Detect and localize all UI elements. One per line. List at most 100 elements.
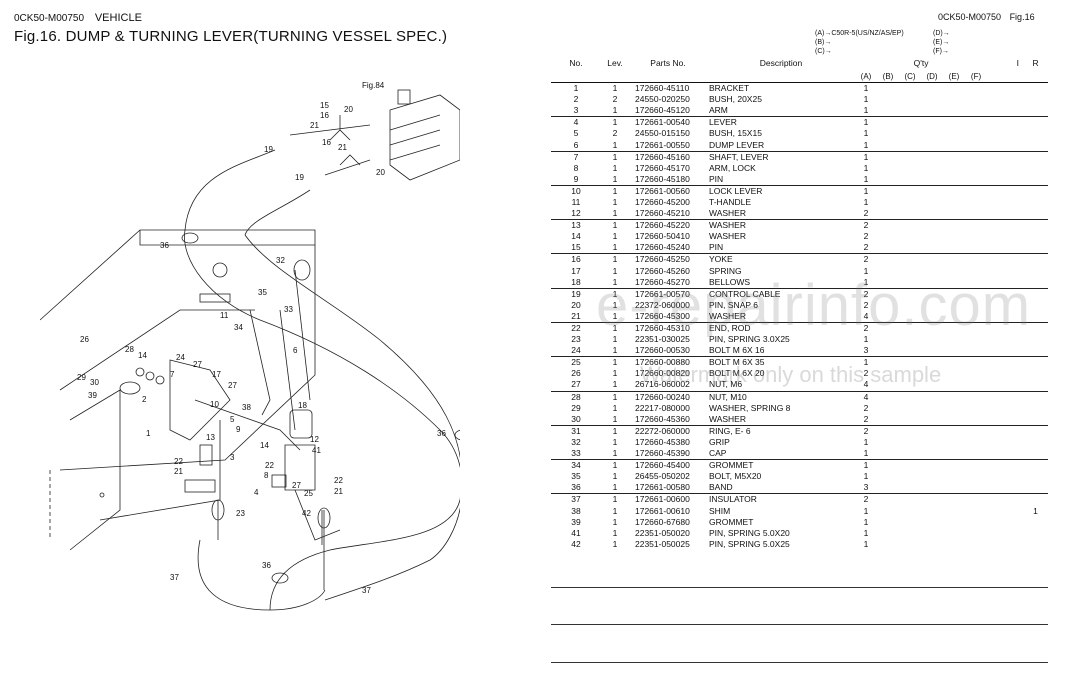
qty-d-cell xyxy=(921,150,943,163)
level-cell: 1 xyxy=(601,287,629,300)
svg-text:14: 14 xyxy=(260,441,269,450)
description-cell: SHAFT, LEVER xyxy=(707,150,855,163)
svg-text:30: 30 xyxy=(90,378,99,387)
legend-b: (B)→ xyxy=(815,39,832,46)
level-cell: 1 xyxy=(612,231,618,242)
qty-b-cell xyxy=(877,174,899,186)
part-number-index: 13 xyxy=(551,219,601,232)
part-number-index: 11 xyxy=(571,196,581,207)
legend-e: (E)→ xyxy=(933,39,950,46)
catalog-code: 0CK50-M00750 xyxy=(14,13,85,24)
r-cell xyxy=(1023,150,1049,163)
part-number-cell: 172660-00530 xyxy=(635,345,690,356)
r-cell xyxy=(1023,424,1049,437)
part-number-cell: 172660-45210 xyxy=(635,208,690,219)
svg-text:39: 39 xyxy=(88,391,97,400)
r-cell xyxy=(1023,219,1049,232)
i-cell xyxy=(987,414,1023,426)
legend-f: (F)→ xyxy=(933,48,949,55)
part-number-index: 29 xyxy=(571,402,581,413)
svg-text:29: 29 xyxy=(77,373,86,382)
qty-a-cell: 4 xyxy=(855,390,877,403)
model-legend: (A)→C50R-5(US/NZ/AS/EP) (B)→ (C)→ (D)→ (… xyxy=(815,29,950,56)
level-cell: 1 xyxy=(612,516,618,527)
part-number-cell: 26716-060002 xyxy=(635,379,690,390)
qty-c-cell xyxy=(899,197,921,208)
part-number-index: 4 xyxy=(551,116,601,129)
qty-c-cell xyxy=(899,414,921,426)
description-cell: BUSH, 20X25 xyxy=(709,94,762,105)
qty-d-cell xyxy=(921,242,943,254)
qty-e-cell xyxy=(943,82,965,95)
qty-c-cell xyxy=(899,528,921,539)
part-number-index: 37 xyxy=(551,493,601,506)
description-cell: ARM, LOCK xyxy=(709,162,756,173)
r-cell xyxy=(1023,414,1048,426)
qty-b-cell xyxy=(877,219,899,232)
qty-d-cell xyxy=(921,390,943,403)
qty-d-cell xyxy=(921,539,943,550)
qty-a-cell: 2 xyxy=(863,231,869,242)
qty-e-cell xyxy=(943,539,965,550)
part-number-index: 8 xyxy=(573,162,579,173)
qty-e-cell xyxy=(943,105,965,117)
level-cell: 1 xyxy=(612,505,618,516)
qty-d-cell xyxy=(921,437,943,448)
qty-c-cell xyxy=(899,356,921,369)
qty-c-cell xyxy=(899,219,921,232)
part-number-cell: 26455-050202 xyxy=(635,471,690,482)
r-cell xyxy=(1023,379,1048,391)
figure-title: Fig.16. DUMP & TURNING LEVER(TURNING VES… xyxy=(14,28,448,45)
qty-e-cell xyxy=(943,219,965,232)
qty-c-cell xyxy=(899,242,921,254)
part-number-cell: 22351-050025 xyxy=(635,538,690,549)
svg-text:36: 36 xyxy=(437,429,446,438)
qty-b-cell xyxy=(877,208,899,220)
qty-f-cell xyxy=(965,390,988,403)
i-cell xyxy=(987,471,1023,482)
qty-a-cell: 1 xyxy=(863,334,869,345)
i-cell xyxy=(987,493,1024,506)
i-cell xyxy=(987,390,1024,403)
level-cell: 2 xyxy=(612,128,618,139)
description-cell: BUSH, 15X15 xyxy=(709,128,762,139)
svg-text:5: 5 xyxy=(230,415,235,424)
qty-b-cell xyxy=(877,528,899,539)
qty-c-cell xyxy=(899,82,921,95)
part-number-cell: 172660-45180 xyxy=(635,173,690,184)
qty-e-cell xyxy=(943,403,965,414)
qty-b-cell xyxy=(877,197,899,208)
qty-f-cell xyxy=(965,482,987,494)
qty-d-cell xyxy=(921,174,943,186)
qty-f-cell xyxy=(965,539,987,550)
qty-a-cell: 1 xyxy=(863,516,869,527)
svg-text:21: 21 xyxy=(174,467,183,476)
qty-e-cell xyxy=(943,321,965,335)
svg-text:22: 22 xyxy=(265,461,274,470)
qty-d-cell xyxy=(921,287,943,300)
svg-text:27: 27 xyxy=(193,360,202,369)
part-number-index: 38 xyxy=(571,505,581,516)
qty-b-cell xyxy=(877,471,899,482)
watermark-text: e-repairinfo.com xyxy=(596,273,1032,338)
svg-text:15: 15 xyxy=(320,101,329,110)
qty-c-cell xyxy=(899,321,921,335)
qty-b-cell xyxy=(877,437,899,448)
svg-text:25: 25 xyxy=(304,489,313,498)
qty-a-cell: 1 xyxy=(863,105,869,116)
qty-f-cell xyxy=(965,379,987,391)
table-rule xyxy=(551,587,1048,588)
level-cell: 1 xyxy=(612,139,618,150)
level-cell: 1 xyxy=(601,184,629,197)
qty-b-cell xyxy=(877,459,899,472)
svg-text:33: 33 xyxy=(284,305,293,314)
i-cell xyxy=(987,139,1023,151)
r-cell xyxy=(1023,128,1048,139)
qty-a-cell: 1 xyxy=(863,162,869,173)
qty-b-cell xyxy=(877,231,899,242)
